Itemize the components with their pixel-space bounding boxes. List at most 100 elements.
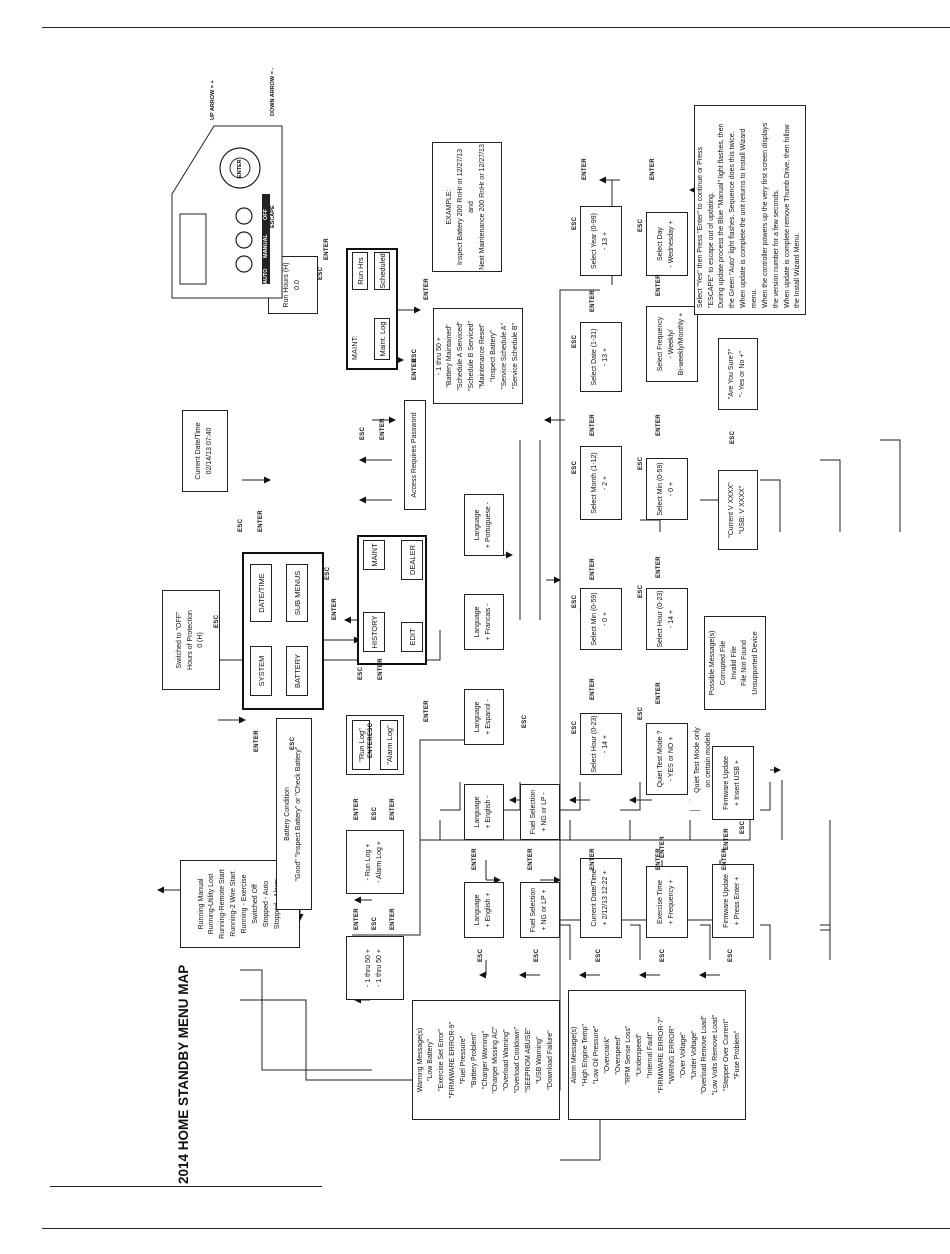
main-system[interactable]: SYSTEM bbox=[250, 646, 272, 696]
language-espanol[interactable]: Language + Espanol - bbox=[464, 689, 504, 745]
alarm-item: "Overspeed" bbox=[614, 1035, 622, 1075]
exercise-frequency[interactable]: Select Frequency - Weekly/ Bi-weekly/Mon… bbox=[646, 306, 698, 382]
exercise-day[interactable]: Select Day - Wednesday + bbox=[646, 212, 688, 276]
maint-menu-title: MAINT: bbox=[352, 335, 359, 360]
ctl-manual: MANUAL bbox=[263, 234, 269, 258]
maint-run-hrs[interactable]: Run Hrs bbox=[352, 252, 368, 290]
exercise-quiet[interactable]: Quiet Test Mode ? - YES or NO + bbox=[646, 723, 688, 795]
ctl-off: OFF bbox=[263, 209, 269, 220]
language-english[interactable]: Language + English - bbox=[464, 784, 504, 840]
alarm-item: "Underspeed" bbox=[636, 1033, 644, 1077]
firmware-messages: Possible Message(s) Corrupted File Inval… bbox=[704, 616, 766, 710]
alarm-item: "Overcrank" bbox=[603, 1036, 611, 1074]
enter-label: ENTER bbox=[656, 414, 662, 436]
main-date-time[interactable]: DATE/TIME bbox=[250, 564, 272, 622]
controller-drawing bbox=[171, 125, 283, 299]
datetime-month-title: Select Month (1-12) bbox=[591, 452, 599, 514]
language-francais-value: + Francais - bbox=[485, 603, 492, 641]
datetime-year[interactable]: Select Year (0-99) - 13 + bbox=[580, 206, 622, 276]
datetime-month[interactable]: Select Month (1-12) - 2 + bbox=[580, 446, 622, 520]
esc-label: ESC bbox=[638, 706, 644, 720]
main-battery[interactable]: BATTERY bbox=[286, 646, 308, 696]
log-select: - Run Log + - Alarm Log + bbox=[346, 830, 404, 894]
enter-label: ENTER bbox=[590, 848, 596, 870]
sub-history[interactable]: HISTORY bbox=[363, 612, 385, 652]
sub-edit[interactable]: EDIT bbox=[401, 622, 423, 652]
enter-label: ENTER bbox=[424, 700, 430, 722]
log-select-run[interactable]: - Run Log + bbox=[365, 843, 373, 881]
datetime-year-title: Select Year (0-99) bbox=[591, 212, 599, 270]
exercise-min[interactable]: Select Min (0-59) - 0 + bbox=[646, 458, 688, 520]
datetime-date[interactable]: Select Date (1-31) - 13 + bbox=[580, 322, 622, 392]
firmware-messages-title: Possible Message(s) bbox=[708, 630, 716, 696]
datetime-hour[interactable]: Select Hour (0-23) - 14 + bbox=[580, 713, 622, 775]
main-sub-menus[interactable]: SUB MENUS bbox=[286, 564, 308, 622]
firmware-message: Corrupted File bbox=[719, 640, 727, 686]
maint-log-item: "Schedule B Serviced" bbox=[468, 321, 476, 391]
rotated-diagram: 2014 HOME STANDBY MENU MAP bbox=[0, 40, 950, 1220]
fuel-sub[interactable]: Fuel Selection + NG or LP - bbox=[520, 784, 560, 840]
firmware-main[interactable]: Firmware Update + Press Enter + bbox=[712, 864, 754, 938]
history-alarm-log[interactable]: "Alarm Log" bbox=[380, 720, 398, 770]
battery-condition-values: "Good" "Inspect Battery" or "Check Batte… bbox=[295, 746, 302, 882]
sub-maint[interactable]: MAINT bbox=[363, 540, 385, 570]
instruction-line: the Green "Auto" light flashes. Sequence… bbox=[729, 131, 737, 308]
maint-log-range: - 1 thru 50 + bbox=[435, 337, 443, 375]
example-line-2: and bbox=[468, 201, 475, 213]
language-portuguese[interactable]: Language + Portuguese - bbox=[464, 494, 504, 556]
log-range-run[interactable]: - 1 thru 50 + bbox=[365, 949, 373, 987]
exercise-day-value: - Wednesday + bbox=[668, 220, 675, 268]
esc-label: ESC bbox=[572, 594, 578, 608]
warning-item: "Overload Warning" bbox=[503, 1029, 511, 1091]
datetime-main[interactable]: Current Date/Time + 2/12/13 12:22 + bbox=[580, 858, 622, 938]
esc-label: ESC bbox=[638, 218, 644, 232]
datetime-main-title: Current Date/Time bbox=[591, 869, 599, 927]
instruction-line: When update is complete the unit returns… bbox=[740, 128, 748, 308]
enter-label: ENTER bbox=[368, 736, 374, 758]
esc-label: ESC bbox=[372, 916, 378, 930]
firmware-confirm-options: "- Yes or No +" bbox=[739, 351, 746, 397]
maint-log[interactable]: Maint. Log bbox=[374, 318, 390, 360]
switched-off-line-3: 0 (H) bbox=[197, 632, 205, 648]
esc-label: ESC bbox=[638, 456, 644, 470]
status-utility-lost: Running-Utility Lost bbox=[208, 873, 216, 935]
enter-label: ENTER bbox=[528, 848, 534, 870]
language-main[interactable]: Language + English + bbox=[464, 882, 504, 938]
sub-dealer[interactable]: DEALER bbox=[401, 540, 423, 580]
firmware-confirm[interactable]: "Are You Sure?" "- Yes or No +" bbox=[718, 338, 758, 410]
exercise-frequency-title: Select Frequency bbox=[656, 316, 664, 372]
ctl-escape: ESCAPE bbox=[270, 205, 276, 228]
status-2-wire-start: Running-2 Wire Start bbox=[230, 871, 238, 937]
enter-label: ENTER bbox=[590, 290, 596, 312]
datetime-min-title: Select Min (0-59) bbox=[591, 592, 599, 646]
log-select-alarm[interactable]: - Alarm Log + bbox=[376, 841, 383, 883]
esc-label: ESC bbox=[360, 426, 366, 440]
esc-label: ESC bbox=[478, 948, 484, 962]
log-range-alarm[interactable]: - 1 thru 50 + bbox=[376, 949, 383, 987]
firmware-insert[interactable]: Firmware Update + Insert USB + bbox=[712, 746, 754, 820]
instruction-line: menu. bbox=[751, 288, 758, 308]
quiet-note-line-1: Quiet Test Mode only bbox=[694, 727, 702, 793]
enter-label: ENTER bbox=[354, 798, 360, 820]
instruction-line: When the controller powers up the very f… bbox=[761, 122, 769, 308]
exercise-hour[interactable]: Select Hour (0-23) - 14 + bbox=[646, 588, 688, 650]
alarm-messages: Alarm Message(s) "High Engine Temp" "Low… bbox=[568, 990, 746, 1120]
enter-label: ENTER bbox=[254, 730, 260, 752]
fuel-main[interactable]: Fuel Selection + NG or LP + bbox=[520, 882, 560, 938]
datetime-main-value: + 2/12/13 12:22 + bbox=[602, 870, 609, 926]
esc-label: ESC bbox=[372, 806, 378, 820]
esc-label: ESC bbox=[318, 266, 324, 280]
firmware-version: "Current V XXXX" "USB: V XXXX" bbox=[718, 470, 758, 550]
datetime-min[interactable]: Select Min (0-59) - 0 + bbox=[580, 588, 622, 650]
language-francais[interactable]: Language + Francais - bbox=[464, 594, 504, 650]
exercise-main-value: + Frequency + bbox=[668, 879, 675, 925]
maint-scheduled[interactable]: Scheduled bbox=[374, 252, 390, 290]
exercise-main[interactable]: Exercise Time + Frequency + bbox=[646, 866, 688, 938]
esc-label: ESC bbox=[290, 736, 296, 750]
enter-label: ENTER bbox=[332, 598, 338, 620]
alarm-item: "Under Voltage" bbox=[690, 1030, 698, 1080]
footnote-rule bbox=[50, 1186, 322, 1187]
current-date-time-value: 02/14/13 07:40 bbox=[206, 427, 213, 475]
esc-label: ESC bbox=[740, 820, 746, 834]
log-range-select: - 1 thru 50 + - 1 thru 50 + bbox=[346, 936, 404, 1000]
